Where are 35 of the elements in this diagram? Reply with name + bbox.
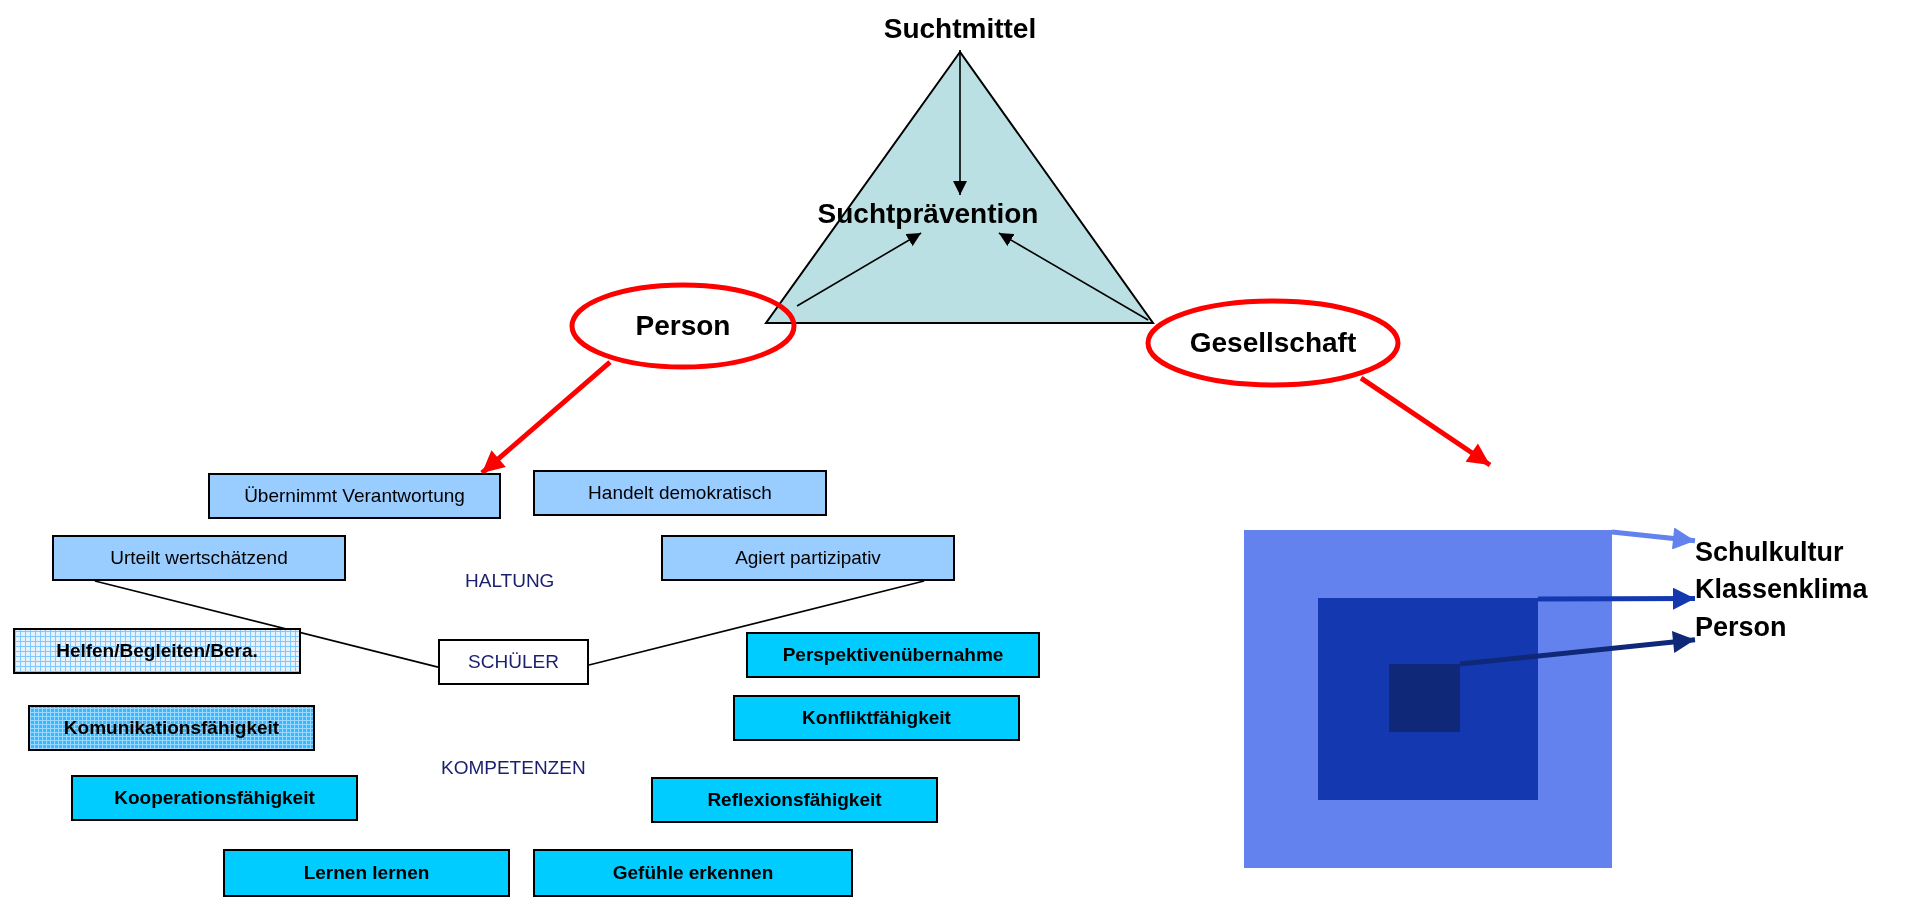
center-box: SCHÜLER [438, 639, 589, 685]
competence-box: Konfliktfähigkeit [733, 695, 1020, 741]
arrow [1359, 376, 1492, 468]
ellipse-outline [1145, 298, 1401, 388]
arrow [796, 232, 922, 307]
attitude-box: Agiert partizipativ [661, 535, 955, 581]
competence-box: Kooperationsfähigkeit [71, 775, 358, 821]
connector-line [588, 580, 925, 666]
arrow [998, 232, 1149, 321]
arrow [480, 360, 612, 475]
arrow [1538, 587, 1695, 610]
node-title: Suchtmittel [860, 8, 1060, 50]
arrow [1611, 527, 1696, 550]
level-label: Klassenklima [1695, 573, 1868, 605]
middle-square [1318, 598, 1538, 800]
connector-line [94, 580, 439, 668]
arrow [1459, 631, 1696, 667]
attitude-box: Handelt demokratisch [533, 470, 827, 516]
competence-box: Lernen lernen [223, 849, 510, 897]
ellipse-label: Person [635, 310, 731, 342]
attitude-box: Übernimmt Verantwortung [208, 473, 501, 519]
inner-square [1389, 664, 1460, 732]
ellipse-outline [569, 282, 797, 370]
competence-box: Reflexionsfähigkeit [651, 777, 938, 823]
section-label: HALTUNG [465, 570, 555, 592]
level-label: Person [1695, 611, 1787, 643]
competence-box: Helfen/Begleiten/Bera. [13, 628, 301, 674]
outer-square [1244, 530, 1612, 868]
section-label: KOMPETENZEN [441, 757, 586, 779]
competence-box: Komunikationsfähigkeit [28, 705, 315, 751]
competence-box: Perspektivenübernahme [746, 632, 1040, 678]
competence-box: Gefühle erkennen [533, 849, 853, 897]
attitude-box: Urteilt wertschätzend [52, 535, 346, 581]
ellipse-label: Gesellschaft [1189, 327, 1357, 359]
level-label: Schulkultur [1695, 536, 1844, 568]
